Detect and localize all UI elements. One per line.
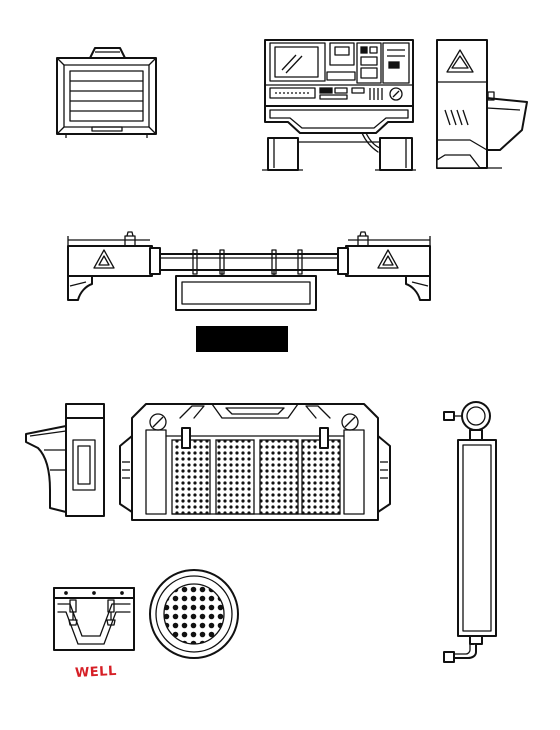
perforated-grille-gate <box>119 403 391 521</box>
monitor-screen <box>274 46 319 78</box>
label-block <box>196 326 288 352</box>
perforated-panel <box>259 439 299 515</box>
pipe-panel <box>443 401 497 663</box>
warning-triangle-icon <box>93 249 115 269</box>
perforated-panel <box>215 439 255 515</box>
round-perforated-grate <box>149 569 239 659</box>
warning-triangle-icon <box>377 249 399 269</box>
perforated-panel <box>301 439 341 515</box>
blank-sign-panel <box>181 281 311 305</box>
tray-with-clips: WELL <box>53 587 135 681</box>
overhead-beam-with-sign <box>67 231 431 352</box>
console-side-panel <box>436 39 528 169</box>
signature: WELL <box>75 664 118 681</box>
side-terminal <box>25 403 105 517</box>
warning-triangle-icon <box>446 49 474 73</box>
control-console <box>262 39 416 171</box>
perforated-panel <box>171 439 211 515</box>
wall-vent <box>56 47 157 138</box>
